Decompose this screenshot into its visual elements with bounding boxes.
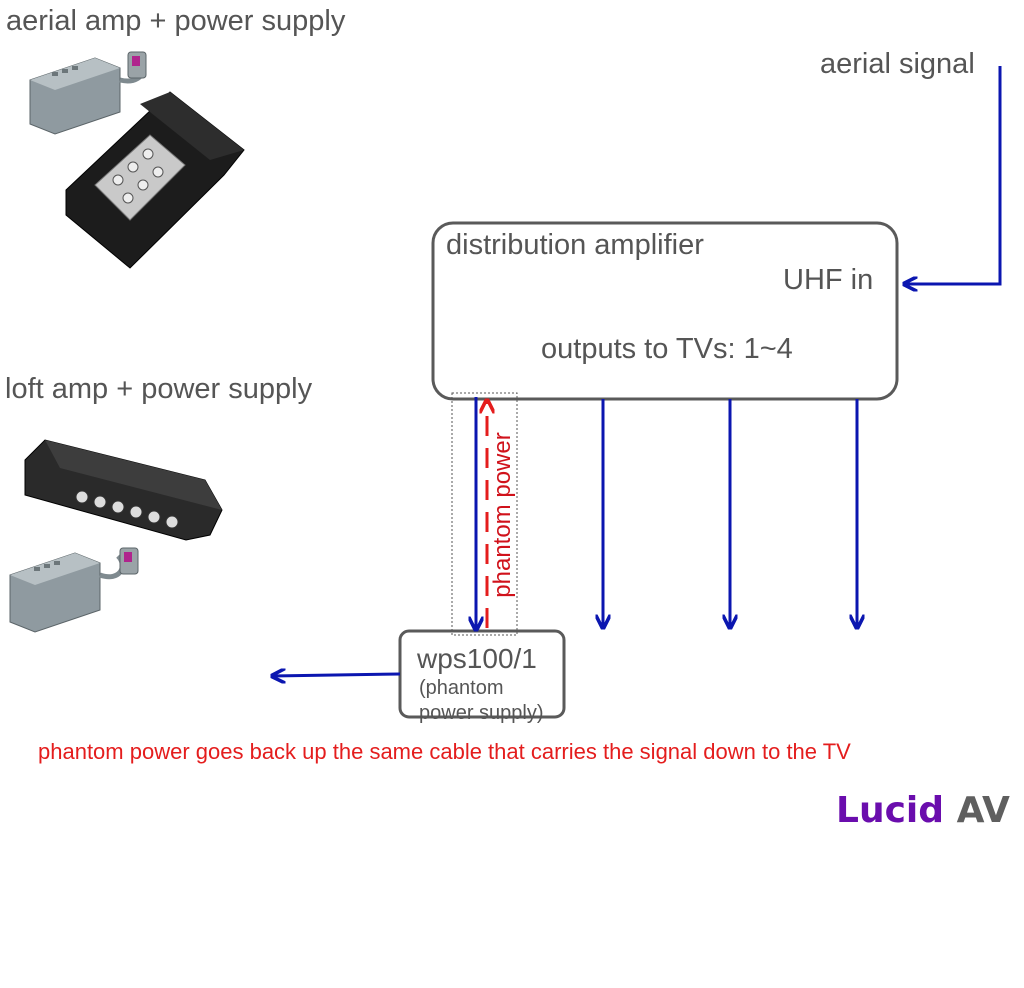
aerial-signal-connector — [904, 66, 1002, 284]
footnote-text: phantom power goes back up the same cabl… — [38, 739, 851, 764]
aerial-amp-label: aerial amp + power supply — [6, 5, 346, 37]
distribution-amplifier-title: distribution amplifier — [446, 229, 704, 261]
wps-subtitle-line-2: power supply) — [419, 702, 544, 724]
psu-plug-device-icon — [9, 547, 139, 633]
aerial-signal-label: aerial signal — [820, 48, 975, 80]
lucid-av-logo: Lucid AV — [836, 790, 1010, 831]
outputs-label: outputs to TVs: 1~4 — [541, 333, 793, 365]
loft-amp-device-icon — [24, 439, 223, 541]
wps-title: wps100/1 — [417, 643, 537, 674]
uhf-in-label: UHF in — [783, 264, 874, 296]
logo-word-lucid: Lucid — [836, 790, 945, 831]
logo-word-av: AV — [956, 790, 1010, 831]
wps-output-arrow — [272, 674, 401, 676]
phantom-cable-highlight — [451, 392, 518, 636]
aerial-amp-device-icon — [29, 51, 245, 269]
phantom-power-label: phantom power — [489, 432, 516, 598]
loft-amp-label: loft amp + power supply — [5, 373, 313, 405]
wps-subtitle-line-1: (phantom — [419, 677, 504, 699]
distribution-amplifier-box — [431, 221, 899, 401]
